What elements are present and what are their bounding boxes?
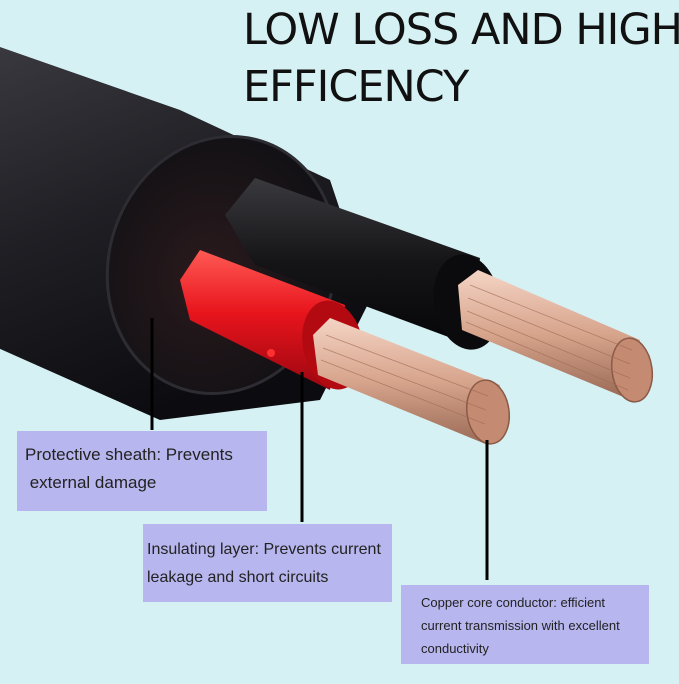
copper-label-line-1: Copper core conductor: efficient xyxy=(421,595,606,610)
copper-label-line-2: current transmission with excellent xyxy=(421,618,620,633)
sheath-label-line-2: external damage xyxy=(25,473,157,492)
sheath-label-line-1: Protective sheath: Prevents xyxy=(25,445,233,464)
insulation-label-line-2: leakage and short circuits xyxy=(147,569,329,586)
copper-core-black xyxy=(458,270,654,403)
sheath-label: Protective sheath: Prevents external dam… xyxy=(17,431,267,511)
copper-core-red xyxy=(313,318,511,445)
headline: LOW LOSS AND HIGH EFFICENCY xyxy=(243,2,679,116)
copper-label: Copper core conductor: efficient current… xyxy=(401,585,649,664)
headline-line-1: LOW LOSS AND HIGH xyxy=(243,5,679,55)
headline-line-2: EFFICENCY xyxy=(243,62,469,112)
insulation-label: Insulating layer: Prevents current leaka… xyxy=(143,524,392,602)
insulation-label-line-1: Insulating layer: Prevents current xyxy=(147,541,381,558)
copper-label-line-3: conductivity xyxy=(421,641,489,656)
